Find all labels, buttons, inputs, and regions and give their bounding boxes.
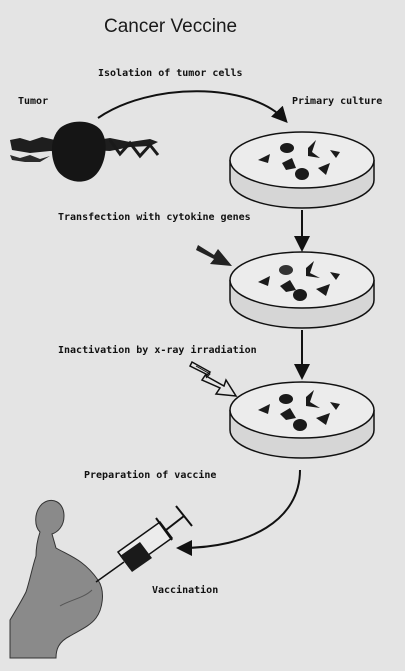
transfection-arrow bbox=[196, 245, 232, 266]
diagram-title: Cancer Veccine bbox=[104, 16, 237, 38]
label-isolation: Isolation of tumor cells bbox=[98, 68, 243, 79]
syringe-illustration bbox=[96, 506, 192, 582]
tumor-tissue-illustration bbox=[10, 122, 158, 182]
label-primary-culture: Primary culture bbox=[292, 96, 382, 107]
culture-dish-2 bbox=[230, 252, 374, 328]
label-vaccination: Vaccination bbox=[152, 585, 218, 596]
label-tumor: Tumor bbox=[18, 96, 48, 107]
vaccination-arrow bbox=[180, 470, 300, 548]
culture-dish-1 bbox=[230, 132, 374, 208]
isolation-arrow bbox=[98, 91, 285, 120]
culture-dish-3 bbox=[230, 382, 374, 458]
label-inactivation: Inactivation by x-ray irradiation bbox=[58, 345, 257, 356]
patient-silhouette bbox=[10, 500, 102, 658]
label-transfection: Transfection with cytokine genes bbox=[58, 212, 251, 223]
label-preparation: Preparation of vaccine bbox=[84, 470, 216, 481]
irradiation-arrow bbox=[190, 362, 236, 396]
